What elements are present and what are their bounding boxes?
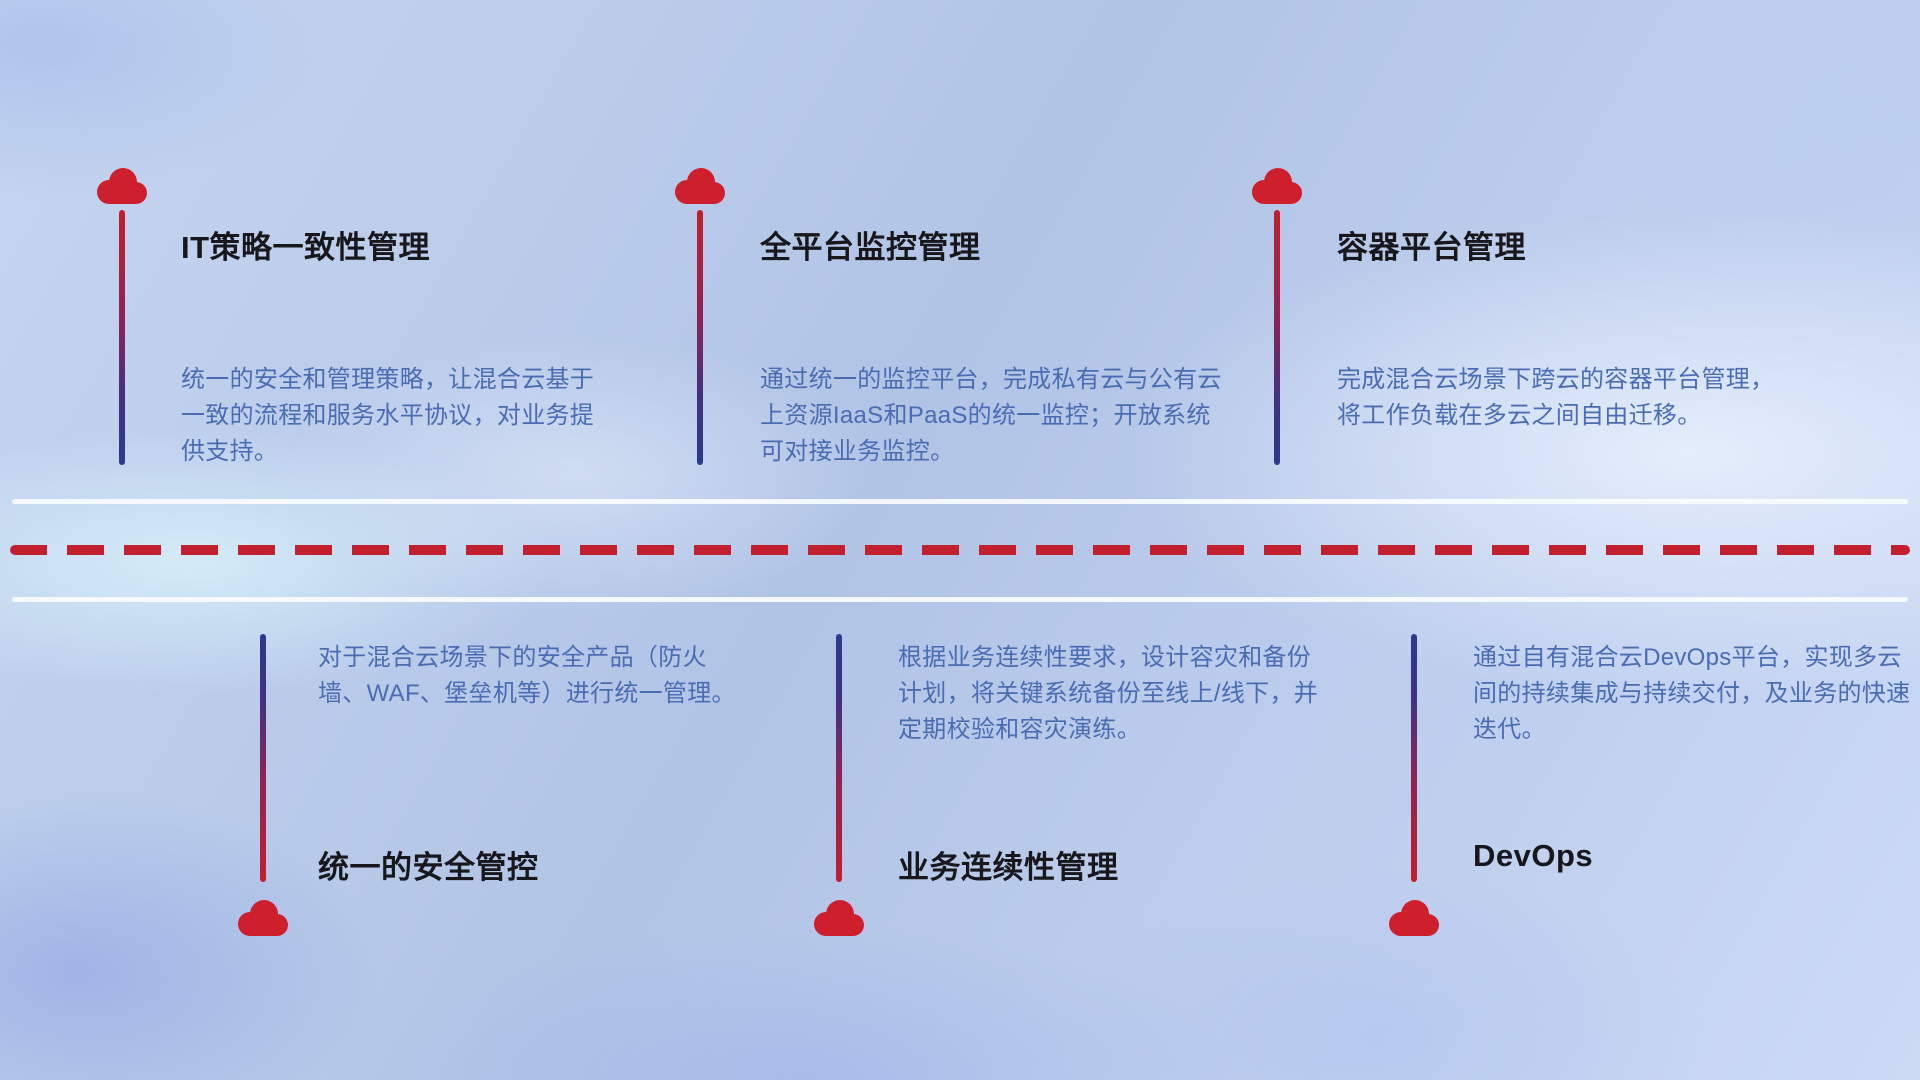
cloud-icon [1386, 898, 1442, 938]
feature-title: IT策略一致性管理 [181, 230, 431, 265]
timeline-stem [1411, 634, 1417, 882]
feature-title: 统一的安全管控 [318, 850, 539, 885]
feature-title: 全平台监控管理 [760, 230, 981, 265]
timeline-stem [697, 210, 703, 465]
cloud-icon [235, 898, 291, 938]
divider-dashed-line [10, 545, 1910, 555]
feature-description: 对于混合云场景下的安全产品（防火墙、WAF、堡垒机等）进行统一管理。 [318, 644, 736, 707]
feature-description: 完成混合云场景下跨云的容器平台管理，将工作负载在多云之间自由迁移。 [1337, 366, 1775, 429]
feature-title: 容器平台管理 [1337, 230, 1526, 265]
feature-title: 业务连续性管理 [898, 850, 1119, 885]
timeline-stem [836, 634, 842, 882]
divider-line-bottom [12, 597, 1908, 602]
feature-description: 根据业务连续性要求，设计容灾和备份计划，将关键系统备份至线上/线下，并定期校验和… [898, 644, 1319, 743]
divider-line-top [12, 499, 1908, 504]
feature-description: 统一的安全和管理策略，让混合云基于一致的流程和服务水平协议，对业务提供支持。 [181, 366, 595, 465]
feature-description: 通过统一的监控平台，完成私有云与公有云上资源IaaS和PaaS的统一监控；开放系… [760, 366, 1222, 465]
timeline-stem [1274, 210, 1280, 465]
cloud-icon [672, 166, 728, 206]
timeline-stem [119, 210, 125, 465]
feature-description: 通过自有混合云DevOps平台，实现多云间的持续集成与持续交付，及业务的快速迭代… [1473, 644, 1911, 743]
cloud-icon [811, 898, 867, 938]
cloud-icon [94, 166, 150, 206]
cloud-icon [1249, 166, 1305, 206]
feature-title: DevOps [1473, 838, 1594, 873]
timeline-stem [260, 634, 266, 882]
